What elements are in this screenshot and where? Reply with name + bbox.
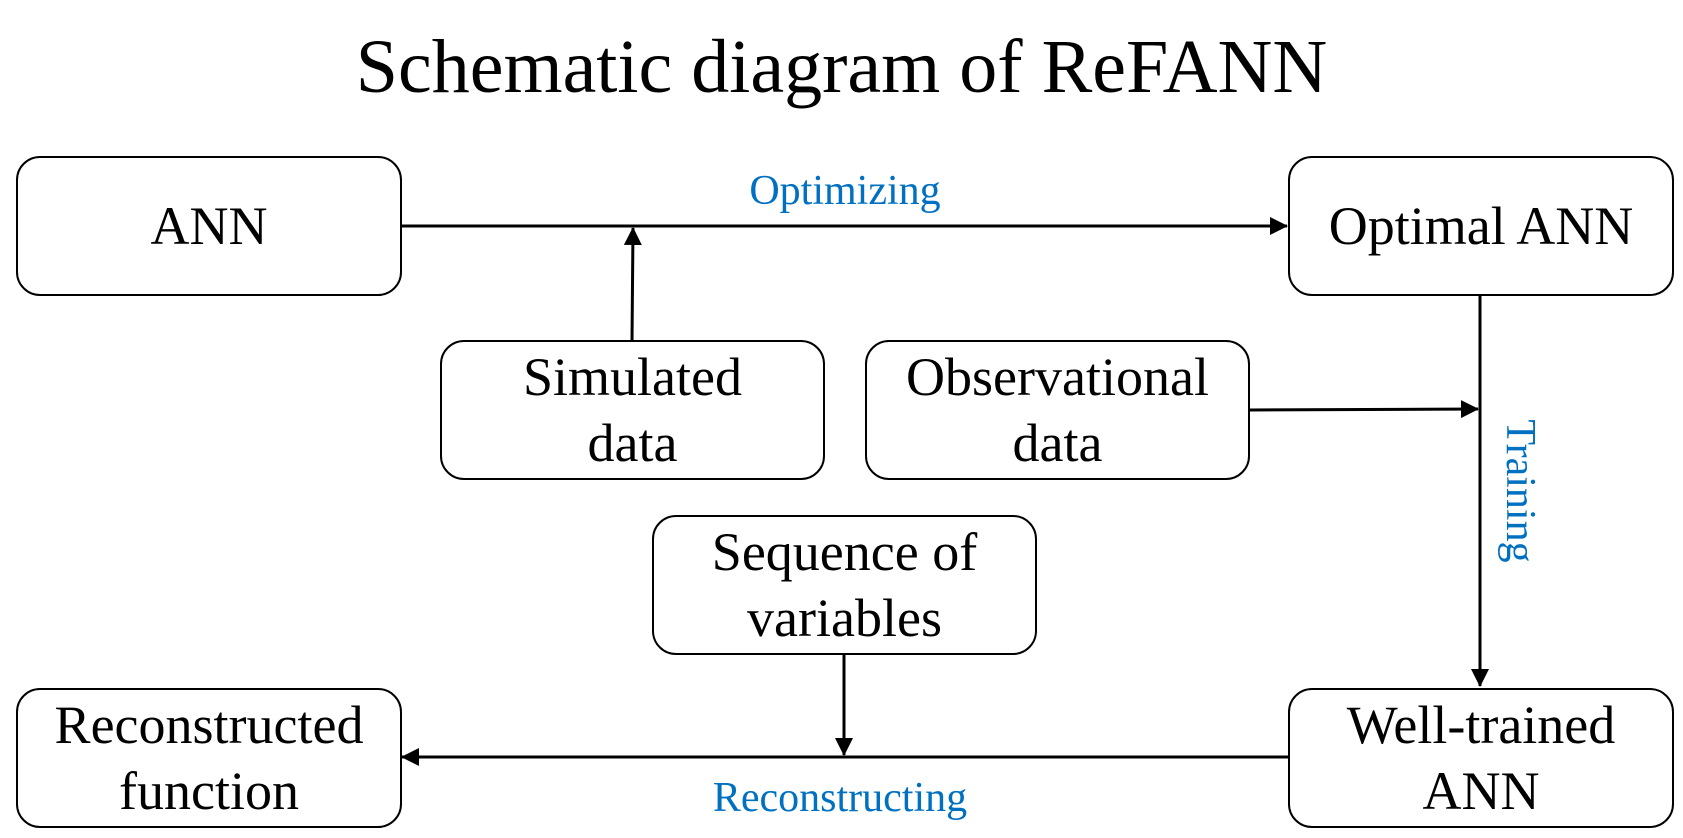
observational-data-label-line-1: Observational — [906, 347, 1209, 407]
sequence-of-variables-node: Sequence of variables — [652, 515, 1037, 655]
simulated-data-node: Simulated data — [440, 340, 825, 480]
well-trained-ann-label-line-1: Well-trained — [1346, 695, 1616, 755]
well-trained-ann-node: Well-trained ANN — [1288, 688, 1674, 828]
reconstructed-function-label-line-2: function — [119, 761, 299, 821]
observational-data-label-line-2: data — [1012, 413, 1103, 473]
reconstructed-function-node: Reconstructed function — [16, 688, 402, 828]
optimal-ann-node: Optimal ANN — [1288, 156, 1674, 296]
sequence-of-variables-label-line-2: variables — [747, 588, 942, 648]
optimal-ann-label: Optimal ANN — [1328, 196, 1634, 256]
optimizing-label: Optimizing — [749, 168, 941, 214]
training-label: Training — [1497, 419, 1543, 563]
simulated-data-label-line-1: Simulated — [523, 347, 742, 407]
diagram-title: Schematic diagram of ReFANN — [355, 25, 1328, 109]
well-trained-ann-label-line-2: ANN — [1422, 761, 1540, 821]
reconstructing-label: Reconstructing — [712, 775, 968, 821]
ann-node: ANN — [16, 156, 402, 296]
observational-data-arrow — [1249, 400, 1479, 419]
simulated-data-arrow — [623, 227, 642, 342]
sequence-of-variables-label-line-1: Sequence of — [711, 522, 978, 582]
observational-data-node: Observational data — [865, 340, 1250, 480]
ann-label: ANN — [150, 196, 268, 256]
simulated-data-label-line-2: data — [587, 413, 678, 473]
reconstructed-function-label-line-1: Reconstructed — [54, 695, 364, 755]
